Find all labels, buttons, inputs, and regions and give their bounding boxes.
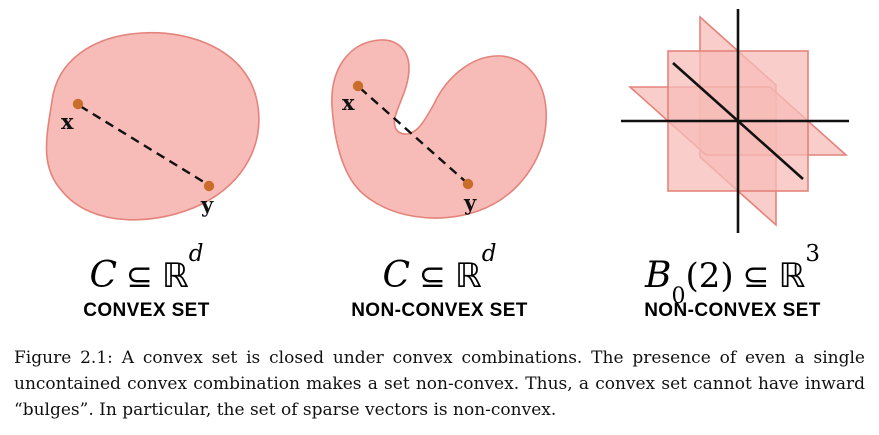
sparse-vectors-diagram (620, 9, 849, 233)
figure-caption: Figure 2.1: A convex set is closed under… (14, 348, 865, 420)
non-convex-set-diagram: x y (330, 39, 547, 219)
point-x (352, 80, 363, 92)
non-convex-region (330, 39, 547, 219)
subset-symbol: ⊆ (126, 257, 153, 295)
panel-label-convex: CONVEX SET (83, 300, 210, 321)
panel-label-non-convex: NON-CONVEX SET (351, 300, 528, 321)
set-symbol: C (89, 255, 118, 296)
point-y (462, 178, 473, 190)
reals-symbol: ℝ (161, 256, 189, 296)
point-y (203, 180, 214, 192)
segment-xy (358, 87, 467, 183)
point-x-label: x (342, 90, 355, 115)
point-x (72, 98, 83, 110)
reals-symbol: ℝ (778, 256, 806, 296)
formula-non-convex: C⊆ℝd (382, 241, 497, 296)
panel-non-convex-set: x y C⊆ℝd NON-CONVEX SET (293, 6, 586, 322)
reals-symbol: ℝ (454, 256, 482, 296)
panels-row: x y C⊆ℝd CONVEX SET x y C⊆ℝd NON-CONVEX … (0, 6, 879, 322)
convex-set-diagram: x y (45, 31, 260, 221)
dimension-superscript: 3 (805, 241, 821, 267)
panel-convex-set: x y C⊆ℝd CONVEX SET (0, 6, 293, 322)
formula-sparse: B0(2)⊆ℝ3 (645, 241, 821, 309)
axis-y (671, 62, 804, 180)
dimension-superscript: d (188, 241, 204, 267)
ball-symbol: B (644, 255, 672, 296)
dimension-superscript: d (481, 241, 497, 267)
point-x-label: x (61, 109, 74, 134)
sparsity-subscript: 0 (671, 284, 686, 310)
point-y-label: y (200, 192, 214, 217)
sparsity-argument: (2) (685, 256, 734, 296)
point-y-label: y (463, 190, 477, 215)
panel-label-sparse: NON-CONVEX SET (644, 300, 821, 321)
segment-xy (78, 104, 208, 186)
subset-symbol: ⊆ (419, 257, 446, 295)
subset-symbol: ⊆ (742, 257, 770, 295)
set-symbol: C (382, 255, 411, 296)
formula-convex: C⊆ℝd (89, 241, 204, 296)
convex-region (45, 31, 260, 221)
panel-sparse-vectors: B0(2)⊆ℝ3 NON-CONVEX SET (586, 6, 879, 322)
